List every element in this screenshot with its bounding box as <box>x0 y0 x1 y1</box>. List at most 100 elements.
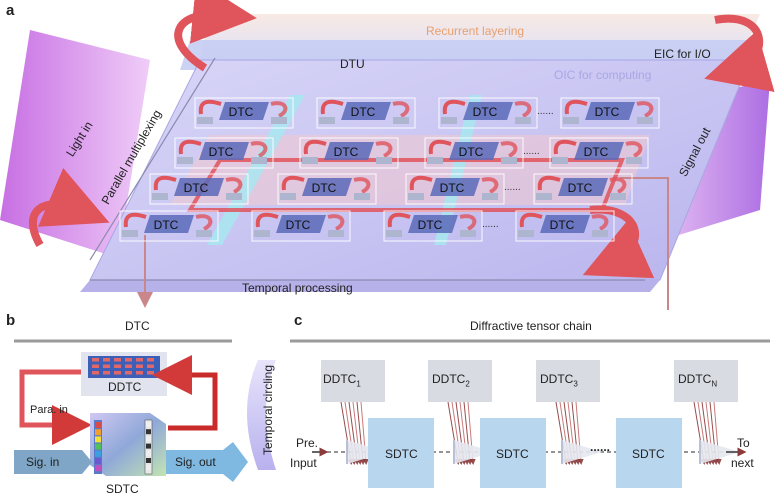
prism-output-cell <box>146 458 151 463</box>
parallel-multiplexing-axis <box>89 57 216 261</box>
dtc-loop-arrow <box>564 99 588 115</box>
prism-output-cell <box>146 450 151 456</box>
prism-color-cell <box>95 436 101 443</box>
ddtc-cell <box>136 358 143 362</box>
dtc-label: DTC <box>418 218 443 232</box>
ddtc-c-label-n: DDTCN <box>678 372 718 389</box>
dtc-dots: ...... <box>537 106 554 117</box>
dtc-loop-arrow <box>281 175 305 191</box>
sdtc-chain-box <box>616 418 682 488</box>
ddtc-chain-box <box>321 360 387 465</box>
chain-dots: ...... <box>590 440 611 454</box>
chain-group <box>312 360 747 488</box>
dtc-loop-arrow <box>303 139 327 155</box>
prism-color-cell <box>95 450 101 457</box>
recurrent-layering-label: Recurrent layering <box>426 24 525 38</box>
dtc-cell: DTC <box>533 173 633 205</box>
ddtc-cell <box>92 364 99 368</box>
panel-c-diagram <box>290 339 770 488</box>
pre-input-label-2: Input <box>290 456 317 470</box>
dtc-dots: ...... <box>504 182 521 193</box>
dtc-loop-arrow <box>320 99 344 115</box>
cyan-strip-2 <box>434 95 482 245</box>
dtc-label: DTC <box>229 105 254 119</box>
dtc-cell: DTC <box>119 210 219 242</box>
loop-left <box>19 369 92 445</box>
prism-color-cell <box>95 443 101 450</box>
dtc-cell: DTC <box>174 137 274 169</box>
prism-color-cell <box>95 465 101 472</box>
dtc-loop-arrow <box>428 139 452 155</box>
para-in-label: Para. in <box>30 404 68 416</box>
dtc-cell: DTC <box>405 173 505 205</box>
prism-output-cell <box>146 465 151 471</box>
dtc-loop-arrow <box>537 175 561 191</box>
panel-c-title: Diffractive tensor chain <box>470 319 592 333</box>
ddtc-c-label-1: DDTC1 <box>323 372 361 389</box>
ddtc-c-label-3: DDTC3 <box>540 372 578 389</box>
to-next-label-1: To <box>737 436 750 450</box>
dtu-base <box>80 280 660 292</box>
temporal-circling-band <box>247 360 276 470</box>
ddtc-cell <box>147 371 154 375</box>
ddtc-cell <box>103 371 110 375</box>
ddtc-cell <box>136 371 143 375</box>
dtc-cell: DTC <box>194 97 294 129</box>
prism-output-cell <box>146 443 151 449</box>
sdtc-label: SDTC <box>106 482 139 496</box>
ddtc-cells <box>92 358 154 375</box>
dtc-label: DTC <box>584 145 609 159</box>
sig-in-label: Sig. in <box>26 455 60 469</box>
dtc-loop-arrow <box>409 175 433 191</box>
dtc-cell: DTC <box>251 210 351 242</box>
dtc-cell: DTC <box>549 137 649 169</box>
sdtc-chain-box <box>480 418 546 488</box>
dtc-loop-arrow <box>442 99 466 115</box>
prism-color-cell <box>95 429 101 436</box>
dtc-loop-arrow <box>519 212 543 228</box>
dtc-loop-arrow <box>178 139 202 155</box>
ddtc-cell <box>103 364 110 368</box>
ddtc-cell <box>114 358 121 362</box>
panel-a-letter: a <box>6 2 15 19</box>
ddtc-chain-box <box>536 360 602 465</box>
dtc-label: DTC <box>209 145 234 159</box>
recurrent-arrow-left-bottom <box>28 167 110 247</box>
cyan-strip-1 <box>207 95 305 245</box>
panel-b-diagram <box>14 339 276 482</box>
dtc-label: DTC <box>351 105 376 119</box>
dtc-loop-arrow <box>153 175 177 191</box>
sdtc-chain-box <box>368 418 434 488</box>
connector-to-panel-c <box>620 177 669 310</box>
prism-output-cell <box>146 429 151 435</box>
dtc-label: DTC <box>286 218 311 232</box>
dtc-cell: DTC <box>316 97 416 129</box>
sig-out-label: Sig. out <box>175 455 216 469</box>
panel-c-letter: c <box>294 312 303 329</box>
ddtc-cell <box>125 371 132 375</box>
sig-out-arrow <box>166 442 248 482</box>
dtc-cell: DTC <box>515 210 615 242</box>
dtc-label: DTC <box>312 181 337 195</box>
dtc-cell: DTC <box>560 97 660 129</box>
dtc-label: DTC <box>184 181 209 195</box>
panel-b-title: DTC <box>125 319 150 333</box>
dtc-label: DTC <box>334 145 359 159</box>
dtc-cell: DTC <box>383 210 483 242</box>
dtc-loop-arrow <box>387 212 411 228</box>
panel-b-letter: b <box>6 312 16 329</box>
ddtc-cell <box>125 364 132 368</box>
sig-in-arrow <box>14 450 92 474</box>
ddtc-c-label-2: DDTC2 <box>432 372 470 389</box>
temporal-circling-label: Temporal circling <box>261 364 275 456</box>
ddtc-cell <box>136 364 143 368</box>
prism-output-cell <box>146 436 151 442</box>
dtc-label: DTC <box>154 218 179 232</box>
ddtc-label: DDTC <box>108 380 142 394</box>
ddtc-cell <box>103 358 110 362</box>
ddtc-cell <box>147 364 154 368</box>
prism-colors <box>95 422 151 472</box>
ddtc-cell <box>125 358 132 362</box>
